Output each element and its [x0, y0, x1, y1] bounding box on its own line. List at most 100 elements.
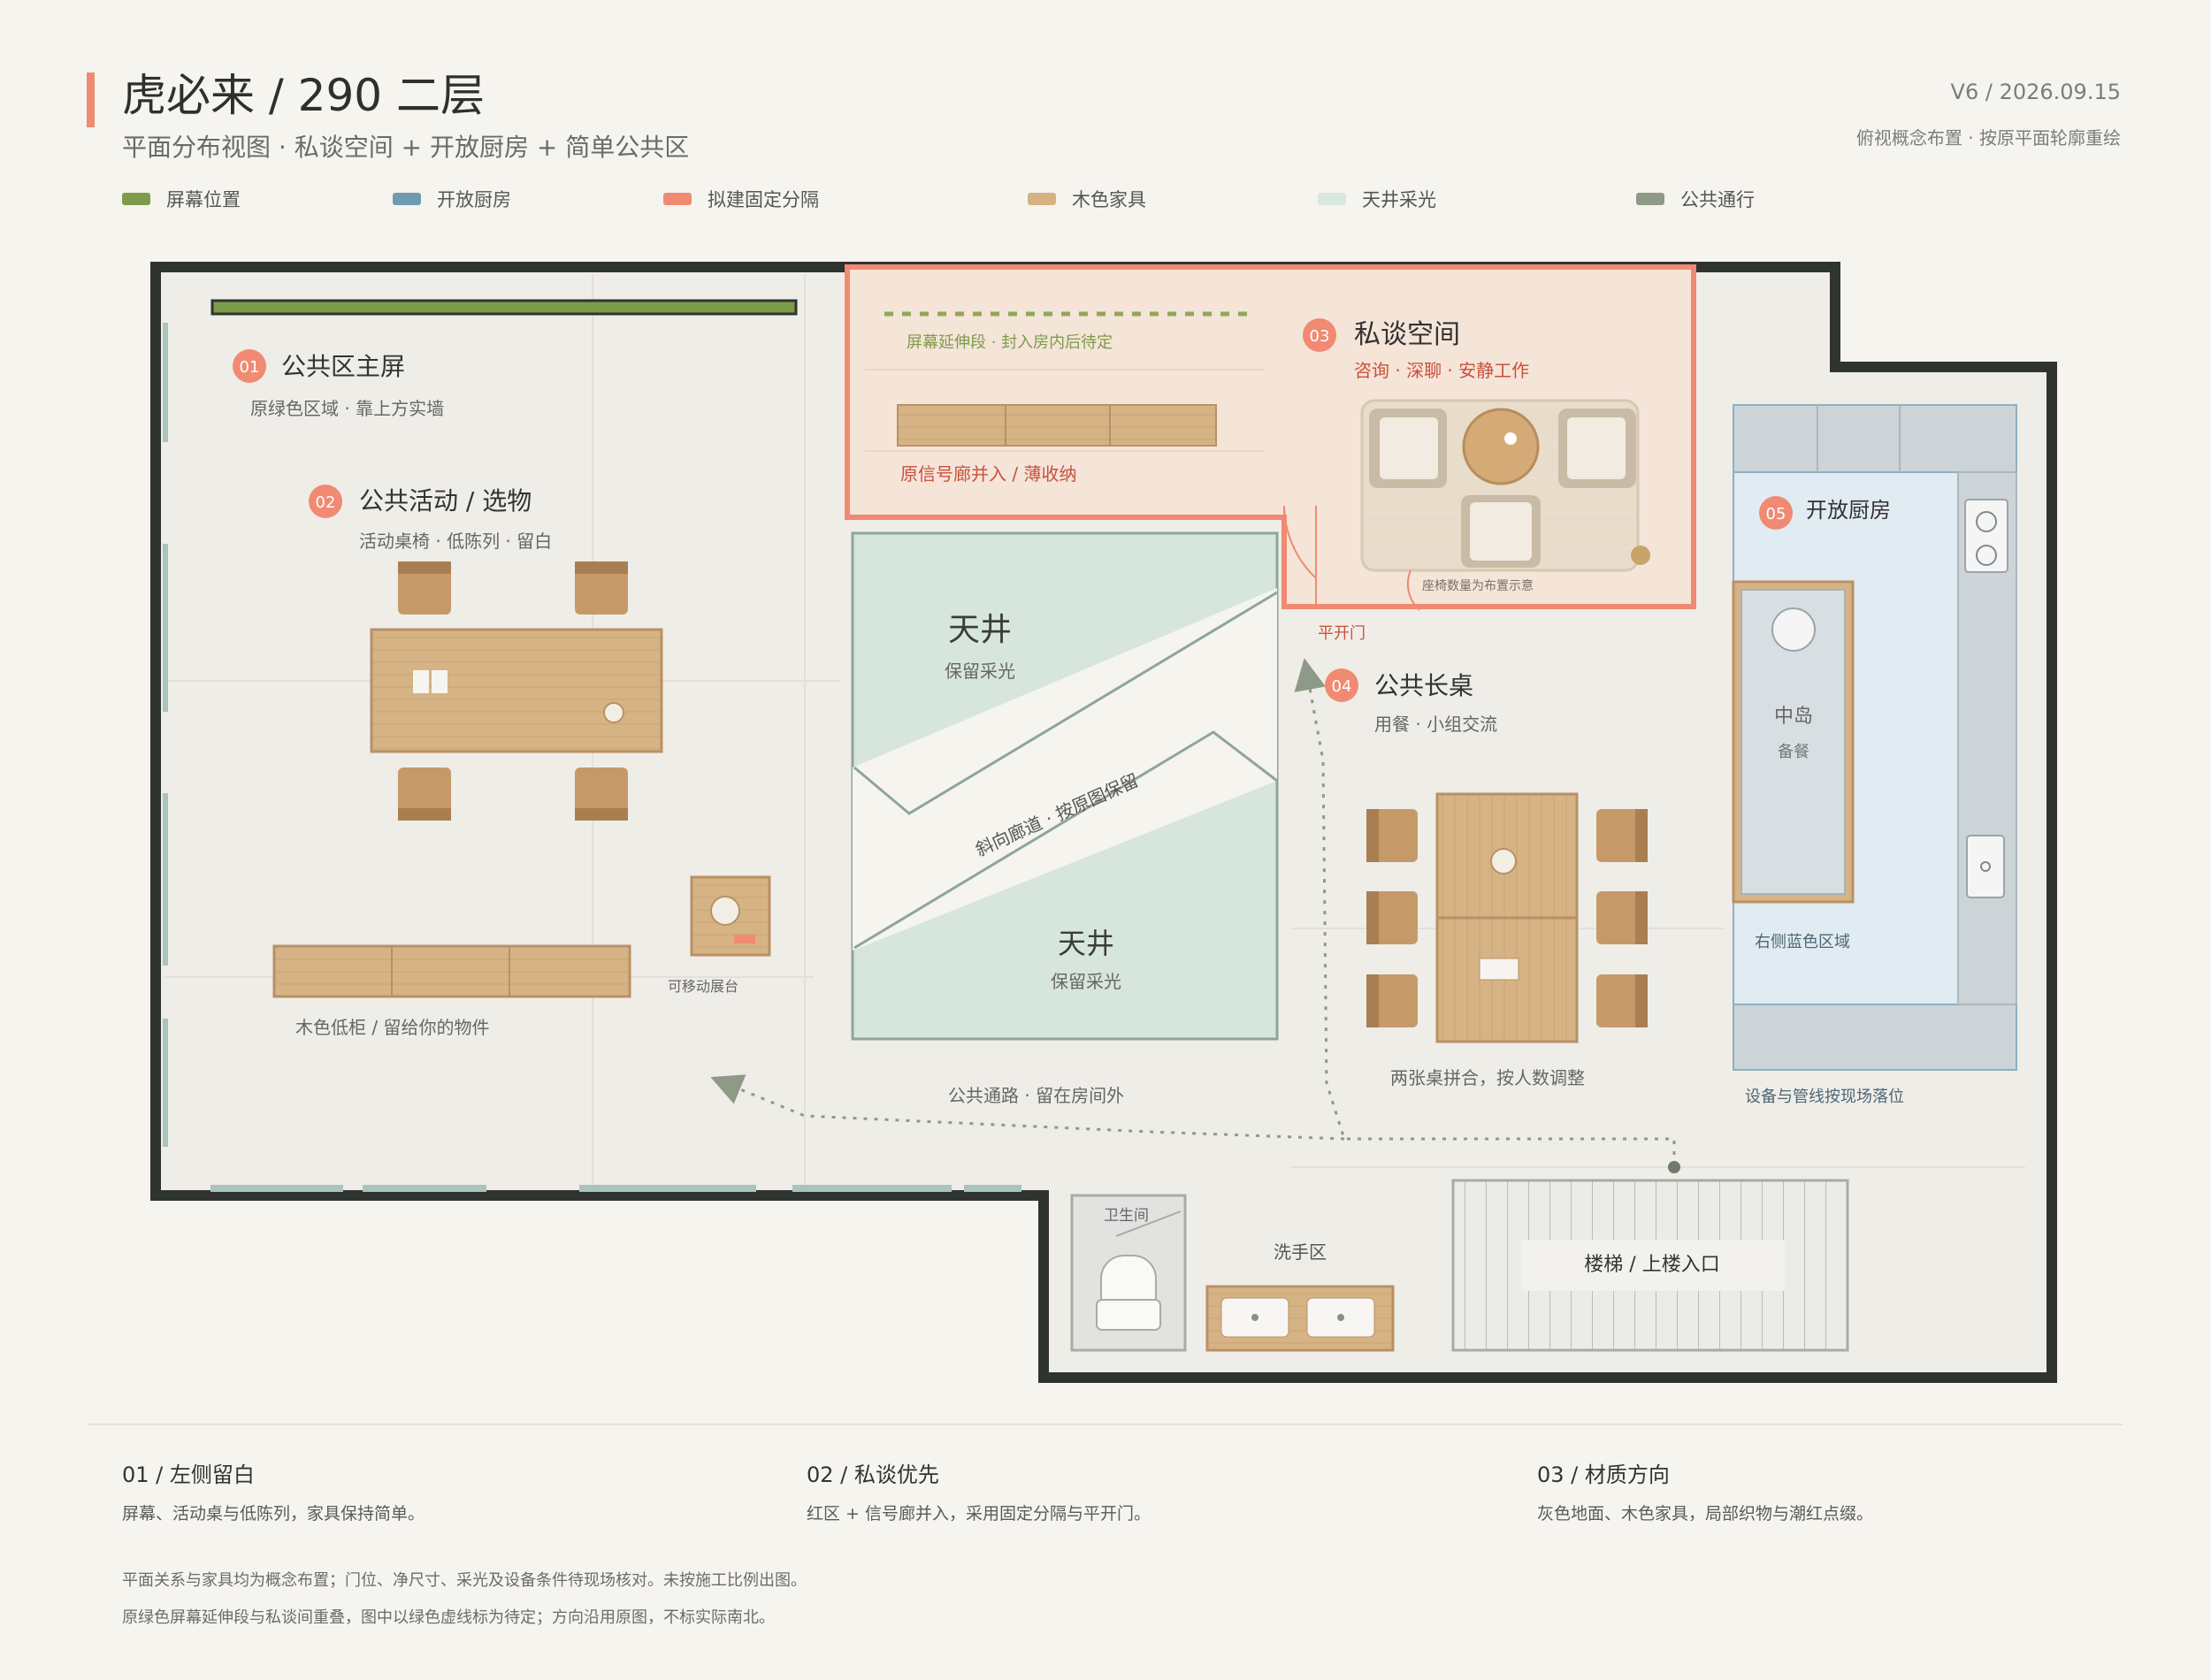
display-stand-label: 可移动展台	[668, 978, 738, 995]
zone-badge-03: 03	[1303, 318, 1336, 352]
page-subtitle: 平面分布视图 · 私谈空间 + 开放厨房 + 简单公共区	[122, 133, 690, 162]
public-path-to-left	[710, 1074, 1345, 1141]
wash-area-label: 洗手区	[1274, 1241, 1327, 1263]
zone-03-subtitle: 咨询 · 深聊 · 安静工作	[1354, 360, 1529, 381]
section-divider	[88, 1424, 2123, 1425]
legend-swatch	[1028, 193, 1056, 205]
courtyard-lower-title: 天井	[1058, 927, 1114, 960]
zone-badge-04: 04	[1325, 668, 1358, 702]
corridor-storage-label: 原信号廊并入 / 薄收纳	[900, 463, 1076, 485]
zone-badge-01: 01	[233, 349, 266, 383]
legend-swatch	[122, 193, 150, 205]
armchair-seat	[1380, 417, 1438, 479]
island-sublabel: 备餐	[1778, 743, 1809, 761]
stairs-label: 楼梯 / 上楼入口	[1584, 1254, 1719, 1276]
note-2-title: 02 / 私谈优先	[807, 1462, 939, 1487]
legend-swatch	[393, 193, 421, 205]
activity-chairs	[398, 561, 628, 821]
armchair-seat	[1567, 417, 1626, 479]
diagonal-corridor	[853, 588, 1277, 951]
legend-item-kitchen: 开放厨房	[393, 186, 511, 212]
version-note: 俯视概念布置 · 按原平面轮廓重绘	[1855, 127, 2121, 149]
svg-text:05: 05	[1766, 505, 1786, 523]
zone-02-subtitle: 活动桌椅 · 低陈列 · 留白	[359, 531, 552, 552]
kitchen-blue-label: 右侧蓝色区域	[1755, 933, 1850, 951]
svg-text:02: 02	[316, 493, 336, 512]
svg-text:03: 03	[1310, 327, 1330, 346]
long-table-label: 两张桌拼合，按人数调整	[1390, 1067, 1585, 1088]
tray	[1479, 958, 1519, 981]
legend-item-partition: 拟建固定分隔	[663, 186, 819, 212]
title-accent-bar	[87, 73, 95, 127]
note-1-text: 屏幕、活动桌与低陈列，家具保持简单。	[122, 1504, 425, 1523]
courtyard-lower-subtitle: 保留采光	[1051, 971, 1121, 992]
book-icon	[432, 670, 448, 693]
legend-label: 木色家具	[1072, 189, 1146, 210]
seat-note-label: 座椅数量为布置示意	[1422, 578, 1534, 593]
footer-note-1: 平面关系与家具均为概念布置；门位、净尺寸、采光及设备条件待现场核对。未按施工比例…	[122, 1571, 807, 1590]
lower-counter	[1733, 1004, 2017, 1071]
corridor-storage	[897, 404, 1217, 447]
legend-item-path: 公共通行	[1636, 186, 1755, 212]
legend-label: 天井采光	[1362, 189, 1436, 210]
public-path-label: 公共通路 · 留在房间外	[948, 1085, 1124, 1106]
book-icon	[413, 670, 429, 693]
stairs-label-box	[1521, 1240, 1785, 1291]
kitchen-note-label: 设备与管线按现场落位	[1745, 1088, 1904, 1106]
door-label: 平开门	[1318, 624, 1366, 643]
wc-label: 卫生间	[1104, 1207, 1149, 1225]
entry-dot	[1668, 1161, 1680, 1173]
legend-swatch	[1318, 193, 1346, 205]
island-label: 中岛	[1774, 706, 1813, 728]
swing-door	[1283, 505, 1316, 607]
zone-02-title: 公共活动 / 选物	[359, 486, 532, 515]
long-table-chairs	[1366, 809, 1648, 1027]
main-screen	[210, 299, 798, 316]
note-3-title: 03 / 材质方向	[1537, 1462, 1670, 1487]
public-path-to-table	[1294, 658, 1676, 1165]
screen-extension-label: 屏幕延伸段 · 封入房内后待定	[907, 333, 1113, 352]
legend-label: 屏幕位置	[166, 189, 241, 210]
plant-icon	[1631, 546, 1650, 565]
zone-04-title: 公共长桌	[1374, 671, 1473, 700]
svg-text:04: 04	[1332, 677, 1352, 696]
zone-03-title: 私谈空间	[1354, 319, 1460, 350]
zone-01-title: 公共区主屏	[281, 352, 405, 381]
zone-badge-02: 02	[309, 485, 342, 518]
cup	[603, 702, 624, 723]
low-cabinet-label: 木色低柜 / 留给你的物件	[295, 1017, 489, 1038]
note-2-text: 红区 + 信号廊并入，采用固定分隔与平开门。	[807, 1504, 1151, 1523]
left-windows	[163, 323, 168, 1147]
zone-05-title: 开放厨房	[1806, 498, 1891, 523]
cup	[1504, 432, 1517, 445]
footer-note-2: 原绿色屏幕延伸段与私谈间重叠，图中以绿色虚线标为待定；方向沿用原图，不标实际南北…	[122, 1608, 775, 1627]
bottom-windows	[210, 1185, 1021, 1192]
svg-text:01: 01	[240, 358, 260, 377]
zone-badge-05: 05	[1759, 496, 1793, 530]
page-title: 虎必来 / 290 二层	[122, 70, 485, 121]
legend-item-courtyard: 天井采光	[1318, 186, 1436, 212]
zone-01-subtitle: 原绿色区域 · 靠上方实墙	[250, 398, 444, 419]
legend-swatch	[663, 193, 692, 205]
low-cabinet	[272, 944, 631, 998]
version-label: V6 / 2026.09.15	[1950, 80, 2121, 104]
courtyard-upper-title: 天井	[948, 612, 1012, 648]
round-table	[1462, 408, 1540, 485]
legend-item-wood: 木色家具	[1028, 186, 1146, 212]
legend-swatch	[1636, 193, 1664, 205]
sink-icon	[1771, 607, 1816, 652]
note-3-text: 灰色地面、木色家具，局部织物与潮红点缀。	[1537, 1504, 1874, 1523]
stove-icon	[1964, 499, 2008, 573]
legend-label: 开放厨房	[437, 189, 511, 210]
courtyard-upper-subtitle: 保留采光	[945, 661, 1015, 682]
armchair-seat	[1470, 502, 1532, 561]
legend-label: 公共通行	[1680, 189, 1755, 210]
cup	[1490, 848, 1517, 874]
zone-04-subtitle: 用餐 · 小组交流	[1374, 714, 1497, 735]
legend-label: 拟建固定分隔	[708, 189, 819, 210]
upper-counter	[1733, 404, 2017, 473]
legend-item-screen: 屏幕位置	[122, 186, 241, 212]
sink-icon	[1966, 835, 2005, 898]
note-1-title: 01 / 左侧留白	[122, 1462, 255, 1487]
